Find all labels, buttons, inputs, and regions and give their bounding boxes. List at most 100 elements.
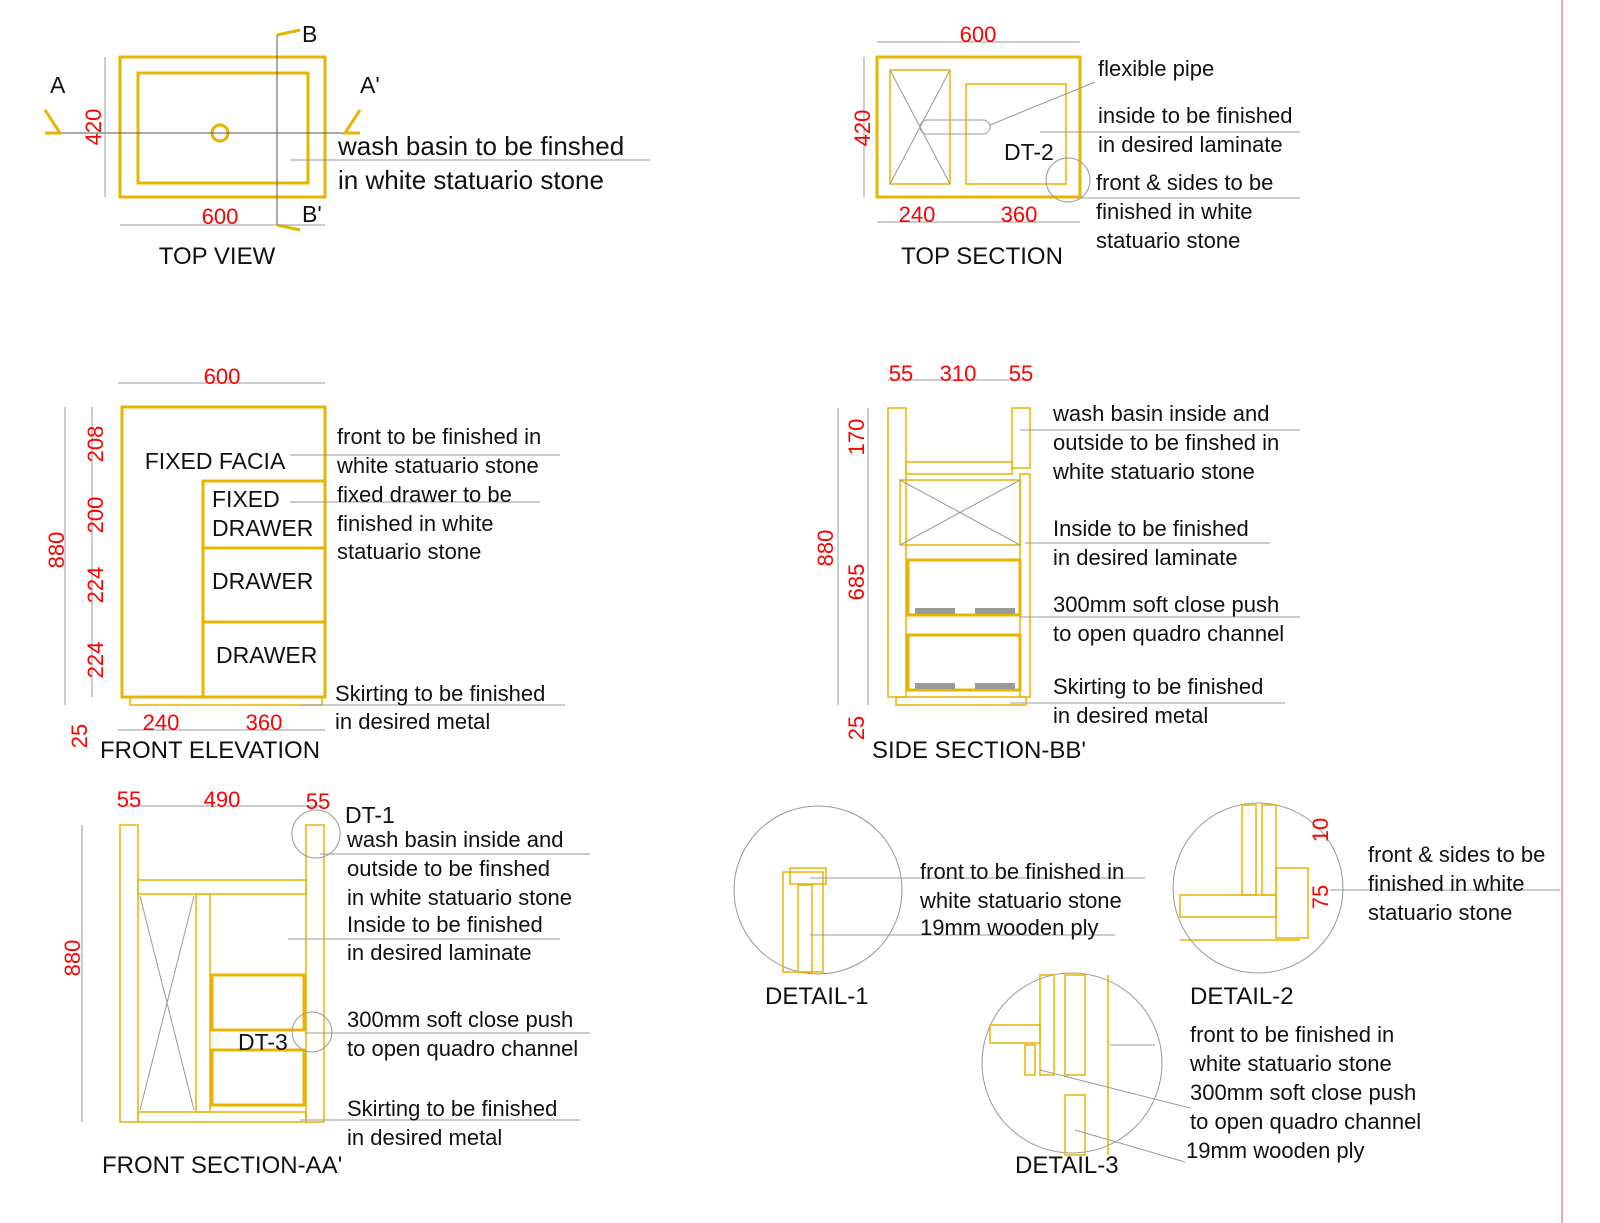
dim-height: 224 — [83, 642, 108, 679]
detail-tag: DT-3 — [238, 1029, 288, 1055]
note-line: wash basin inside and — [346, 827, 563, 852]
dim-top: 55 — [1009, 361, 1033, 386]
dim-skirting: 25 — [844, 716, 869, 740]
note-line: outside to be finshed in — [1053, 430, 1279, 455]
note-line: 300mm soft close push — [1190, 1080, 1416, 1105]
view-title: FRONT ELEVATION — [100, 737, 320, 764]
view-title: TOP SECTION — [901, 243, 1063, 270]
section-marker-b2: B' — [302, 201, 322, 227]
section-marker-a: A — [50, 72, 66, 98]
note-line: front to be finished in — [1190, 1022, 1394, 1047]
note-line: in white statuario stone — [338, 165, 604, 195]
dim-height: 208 — [83, 426, 108, 463]
dim-basin: 170 — [844, 419, 869, 456]
detail-1: front to be finished in white statuario … — [733, 805, 1145, 1010]
dim-top: 55 — [306, 789, 330, 814]
dim-height: 200 — [83, 497, 108, 534]
note-line: to open quadro channel — [347, 1036, 578, 1061]
note-line: fixed drawer to be — [337, 482, 512, 507]
dim-depth: 420 — [850, 110, 875, 147]
note-line: in white statuario stone — [347, 885, 572, 910]
note-line: front & sides to be — [1368, 842, 1545, 867]
view-title: FRONT SECTION-AA' — [102, 1152, 342, 1179]
note-line: finished in white — [1096, 199, 1253, 224]
detail-2: 10 75 front & sides to be finished in wh… — [1172, 802, 1560, 1010]
note-line: white statuario stone — [919, 888, 1122, 913]
note-line: white statuario stone — [1052, 459, 1255, 484]
dim-height: 224 — [83, 567, 108, 604]
dim-width: 600 — [960, 22, 997, 47]
detail-tag: DT-2 — [1004, 139, 1054, 165]
note-line: 19mm wooden ply — [1186, 1138, 1365, 1163]
label-drawer: DRAWER — [212, 568, 313, 594]
note-line: in desired metal — [347, 1125, 502, 1150]
front-elevation: 600 208 200 224 224 880 25 240 360 FIXED… — [44, 364, 565, 764]
note-line: statuario stone — [1096, 228, 1240, 253]
dim-width: 600 — [204, 364, 241, 389]
note-line: flexible pipe — [1098, 56, 1214, 81]
dim-depth: 420 — [81, 109, 106, 146]
note-line: 19mm wooden ply — [920, 915, 1099, 940]
note-line: to open quadro channel — [1190, 1109, 1421, 1134]
note-line: wash basin inside and — [1052, 401, 1269, 426]
dim-left: 240 — [899, 202, 936, 227]
dim-total: 880 — [813, 530, 838, 567]
dim-total: 880 — [60, 940, 85, 977]
note-line: in desired metal — [1053, 703, 1208, 728]
dim-right: 360 — [1001, 202, 1038, 227]
dim-top: 310 — [940, 361, 977, 386]
note-line: Skirting to be finished — [1053, 674, 1263, 699]
detail-title: DETAIL-3 — [1015, 1152, 1119, 1179]
note-line: Skirting to be finished — [335, 681, 545, 706]
dim-skirting: 25 — [67, 724, 92, 748]
note-line: front to be finished in — [920, 859, 1124, 884]
label-facia: FIXED FACIA — [145, 448, 286, 474]
top-section: 600 420 240 360 DT-2 flexible pipe insid… — [850, 22, 1300, 270]
label-fixed: FIXED — [212, 486, 280, 512]
detail-title: DETAIL-1 — [765, 983, 869, 1010]
dim-a: 10 — [1308, 818, 1333, 842]
note-line: white statuario stone — [336, 453, 539, 478]
dim-total: 880 — [44, 532, 69, 569]
label-drawer: DRAWER — [216, 642, 317, 668]
note-line: in desired metal — [335, 709, 490, 734]
note-line: front to be finished in — [337, 424, 541, 449]
note-line: wash basin to be finshed — [337, 131, 624, 161]
view-title: TOP VIEW — [159, 243, 276, 270]
note-line: 300mm soft close push — [1053, 592, 1279, 617]
note-line: Inside to be finished — [1053, 516, 1249, 541]
dim-b: 75 — [1308, 885, 1333, 909]
view-title: SIDE SECTION-BB' — [872, 737, 1086, 764]
detail-title: DETAIL-2 — [1190, 983, 1294, 1010]
note-line: outside to be finshed — [347, 856, 550, 881]
detail-tag: DT-1 — [345, 802, 395, 828]
note-line: Inside to be finished — [347, 912, 543, 937]
section-marker-b: B — [302, 21, 317, 47]
note-line: front & sides to be — [1096, 170, 1273, 195]
section-marker-a2: A' — [360, 72, 380, 98]
dim-top: 55 — [117, 787, 141, 812]
note-line: Skirting to be finished — [347, 1096, 557, 1121]
dim-top: 490 — [204, 787, 241, 812]
dim-top: 55 — [889, 361, 913, 386]
front-section-aa: 55 490 55 880 DT-1 DT-3 wash basin insid… — [60, 787, 590, 1179]
note-line: 300mm soft close push — [347, 1007, 573, 1032]
note-line: in desired laminate — [347, 940, 532, 965]
note-line: statuario stone — [1368, 900, 1512, 925]
note-line: inside to be finished — [1098, 103, 1292, 128]
note-line: white statuario stone — [1189, 1051, 1392, 1076]
side-section-bb: 55 310 55 170 880 685 25 wash basin insi… — [813, 361, 1300, 764]
note-line: to open quadro channel — [1053, 621, 1284, 646]
note-line: finished in white — [1368, 871, 1525, 896]
note-line: statuario stone — [337, 539, 481, 564]
dim-lower: 685 — [844, 564, 869, 601]
note-line: finished in white — [337, 511, 494, 536]
dim-right: 360 — [246, 710, 283, 735]
note-line: in desired laminate — [1098, 132, 1283, 157]
dim-width: 600 — [202, 204, 239, 229]
detail-3: front to be finished in white statuario … — [981, 972, 1421, 1179]
note-line: in desired laminate — [1053, 545, 1238, 570]
top-view: 420 600 A A' B B' wash basin to be finsh… — [43, 21, 650, 270]
label-fixed-drawer: DRAWER — [212, 515, 313, 541]
